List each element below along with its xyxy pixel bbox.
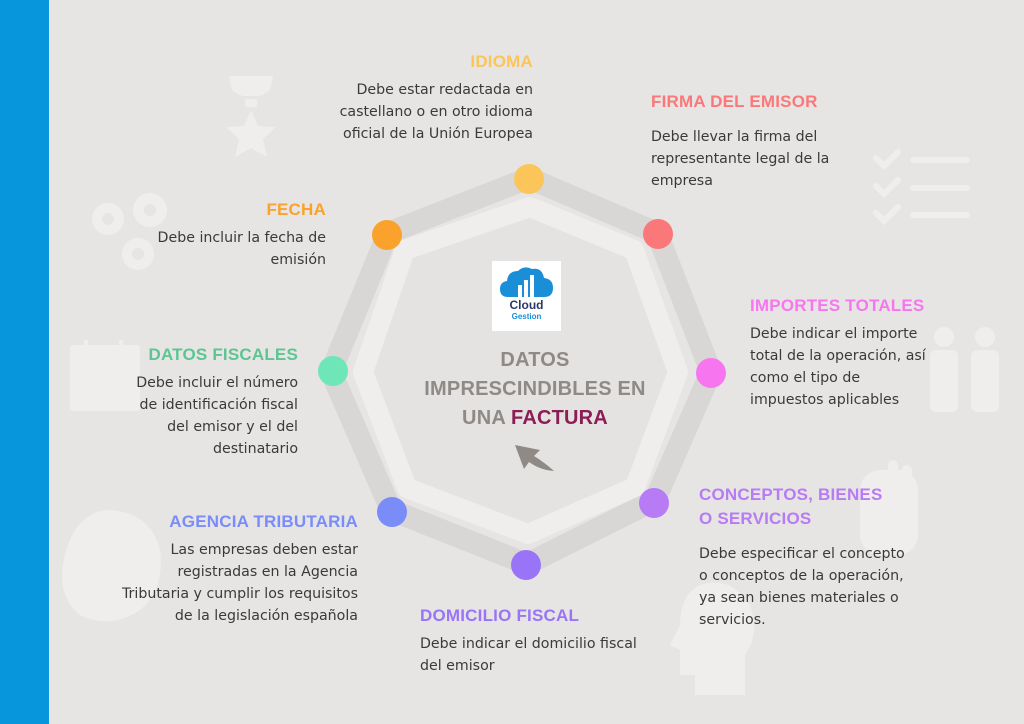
desc-line: Debe estar redactada en <box>356 82 533 98</box>
desc-line: emisión <box>270 252 327 268</box>
center-title-prefix: UNA <box>462 407 511 429</box>
fecha-desc: Debe incluir la fecha de emisión <box>100 227 326 271</box>
desc-line: de identificación fiscal <box>139 397 298 413</box>
importes-desc: Debe indicar el importe total de la oper… <box>750 323 926 411</box>
dot-agencia <box>377 497 407 527</box>
firma-title: FIRMA DEL EMISOR <box>651 92 818 111</box>
desc-line: impuestos aplicables <box>750 392 900 408</box>
desc-line: servicios. <box>699 612 766 628</box>
thinking-head-icon <box>670 582 754 695</box>
item-conceptos-bienes-servicios: CONCEPTOS, BIENES O SERVICIOS Debe espec… <box>699 485 905 631</box>
desc-line: total de la operación, así <box>750 348 926 364</box>
gears-icon <box>92 193 167 270</box>
domicilio-desc: Debe indicar el domicilio fiscal del emi… <box>420 633 637 677</box>
idioma-title: IDIOMA <box>470 52 533 71</box>
desc-line: Debe especificar el concepto <box>699 546 905 562</box>
idioma-desc: Debe estar redactada en castellano o en … <box>300 79 533 145</box>
desc-line: como el tipo de <box>750 370 861 386</box>
item-importes-totales: IMPORTES TOTALES Debe indicar el importe… <box>750 296 926 411</box>
desc-line: Debe indicar el importe <box>750 326 918 342</box>
conceptos-title-line1: CONCEPTOS, BIENES <box>699 485 883 504</box>
desc-line: Tributaria y cumplir los requisitos <box>121 586 358 602</box>
cloud-gestion-logo: Cloud Gestion <box>492 261 561 331</box>
desc-line: empresa <box>651 173 713 189</box>
agencia-title: AGENCIA TRIBUTARIA <box>169 512 358 531</box>
desc-line: ya sean bienes materiales o <box>699 590 899 606</box>
desc-line: del emisor y el del <box>167 419 298 435</box>
cloud-chart-icon <box>500 267 553 297</box>
desc-line: representante legal de la <box>651 151 830 167</box>
domicilio-title: DOMICILIO FISCAL <box>420 606 580 625</box>
desc-line: oficial de la Unión Europea <box>343 126 533 142</box>
dot-conceptos <box>639 488 669 518</box>
dot-datos-fiscales <box>318 356 348 386</box>
desc-line: registradas en la Agencia <box>177 564 358 580</box>
dot-domicilio <box>511 550 541 580</box>
item-datos-fiscales: DATOS FISCALES Debe incluir el número de… <box>80 345 298 460</box>
conceptos-desc: Debe especificar el concepto o conceptos… <box>699 543 905 631</box>
item-idioma: IDIOMA Debe estar redactada en castellan… <box>300 52 533 145</box>
fecha-title: FECHA <box>266 200 326 219</box>
firma-desc: Debe llevar la firma del representante l… <box>651 126 829 192</box>
face-palm-icon <box>62 510 161 622</box>
calendar-icon <box>70 340 140 411</box>
logo-text-gestion: Gestion <box>511 312 542 321</box>
desc-line: destinatario <box>212 441 298 457</box>
item-domicilio-fiscal: DOMICILIO FISCAL Debe indicar el domicil… <box>420 606 637 677</box>
center-title-line1: DATOS <box>500 349 570 371</box>
center-title-line2: IMPRESCINDIBLES EN <box>424 378 646 400</box>
desc-line: Debe llevar la firma del <box>651 129 818 145</box>
people-icon <box>930 327 999 412</box>
desc-line: del emisor <box>420 658 495 674</box>
importes-title: IMPORTES TOTALES <box>750 296 925 315</box>
desc-line: Debe incluir la fecha de <box>157 230 326 246</box>
center-title-accent: FACTURA <box>511 407 608 429</box>
octagon-inner-ring <box>353 197 688 544</box>
center-title-line3: UNA FACTURA <box>400 404 670 433</box>
medal-star-icon <box>226 76 276 157</box>
desc-line: o conceptos de la operación, <box>699 568 904 584</box>
dot-firma <box>643 219 673 249</box>
conceptos-title-line2: O SERVICIOS <box>699 509 812 528</box>
center-title: DATOS IMPRESCINDIBLES EN UNA FACTURA <box>400 346 670 433</box>
item-agencia-tributaria: AGENCIA TRIBUTARIA Las empresas deben es… <box>60 512 358 627</box>
agencia-desc: Las empresas deben estar registradas en … <box>60 539 358 627</box>
item-fecha: FECHA Debe incluir la fecha de emisión <box>100 200 326 271</box>
dot-fecha <box>372 220 402 250</box>
dot-importes <box>696 358 726 388</box>
hand-icon <box>860 460 918 555</box>
item-firma-del-emisor: FIRMA DEL EMISOR Debe llevar la firma de… <box>651 92 829 192</box>
desc-line: Las empresas deben estar <box>170 542 358 558</box>
dot-idioma <box>514 164 544 194</box>
desc-line: castellano o en otro idioma <box>339 104 533 120</box>
datos-fiscales-desc: Debe incluir el número de identificación… <box>80 372 298 460</box>
left-accent-bar <box>0 0 49 724</box>
curved-arrow-icon <box>515 445 554 471</box>
desc-line: Debe incluir el número <box>136 375 298 391</box>
datos-fiscales-title: DATOS FISCALES <box>148 345 298 364</box>
checklist-icon <box>873 149 970 226</box>
desc-line: de la legislación española <box>174 608 358 624</box>
logo-text-cloud: Cloud <box>509 298 544 312</box>
desc-line: Debe indicar el domicilio fiscal <box>420 636 637 652</box>
